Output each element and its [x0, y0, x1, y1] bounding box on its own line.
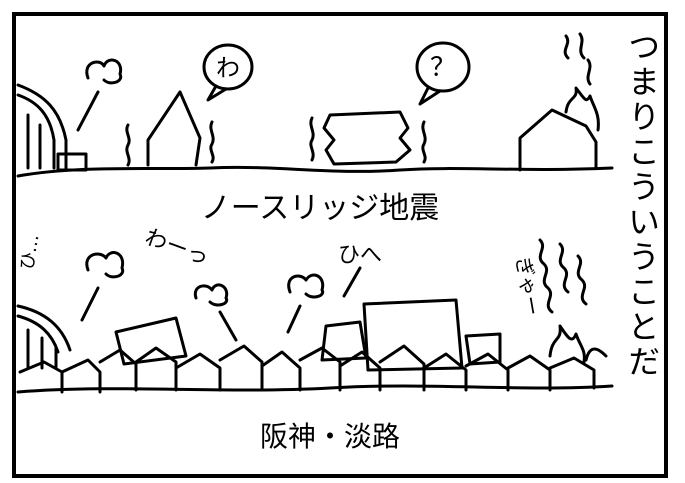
top-bubble-1-tail	[206, 84, 228, 102]
top-scene	[16, 32, 614, 178]
panel-border	[12, 12, 668, 478]
top-house-1	[146, 90, 202, 167]
top-house-1-shake-left	[125, 123, 131, 167]
bottom-sfx-2: わーっ	[141, 225, 212, 271]
bottom-smoke-cloud-1	[85, 251, 125, 279]
bottom-smoke-cloud-3	[287, 273, 325, 299]
top-house-3	[518, 108, 598, 172]
bottom-sfx-4: ぎゃー	[511, 255, 545, 318]
bottom-block-3	[362, 298, 464, 372]
top-bubble-2-tail	[418, 86, 442, 106]
bottom-sfx-1: ひ…	[17, 233, 44, 272]
top-smoke-cloud-left	[85, 58, 123, 85]
top-left-building	[16, 83, 68, 170]
bottom-ground-line	[16, 384, 614, 394]
top-smoke-squiggle	[563, 32, 592, 86]
bottom-smoke-cloud-2	[193, 283, 229, 307]
bottom-left-building	[16, 304, 72, 370]
top-bubble-2-text: ？	[430, 53, 456, 83]
top-bubble-2	[415, 41, 471, 93]
top-bubble-1-text: わ	[216, 54, 240, 82]
bottom-pointer-3	[286, 304, 302, 334]
bottom-sfx-3: ひへ	[338, 243, 382, 268]
top-caption: ノースリッジ地震	[201, 191, 440, 226]
bottom-block-1	[114, 316, 188, 366]
vertical-caption: つまりこういうことだ	[623, 30, 661, 380]
bottom-fire	[548, 324, 608, 364]
bottom-pointer-2	[218, 310, 238, 342]
top-ground-line	[16, 165, 614, 178]
top-house-1-shake-right	[209, 120, 215, 164]
top-pointer-left	[76, 90, 100, 132]
top-bubble-1	[202, 43, 254, 91]
bottom-smoke-squiggle	[538, 238, 588, 314]
bottom-rubble-row	[18, 344, 596, 394]
top-house-2-shake-left	[309, 116, 315, 162]
top-house-2-shake-right	[421, 120, 427, 164]
top-fire	[564, 86, 600, 132]
bottom-block-4	[464, 332, 502, 366]
bottom-scene	[16, 238, 614, 394]
top-house-2	[322, 110, 412, 166]
bottom-pointer-1	[80, 286, 100, 322]
top-small-box	[56, 152, 88, 172]
bottom-pointer-4	[342, 266, 362, 298]
bottom-caption: 阪神・淡路	[260, 420, 400, 453]
